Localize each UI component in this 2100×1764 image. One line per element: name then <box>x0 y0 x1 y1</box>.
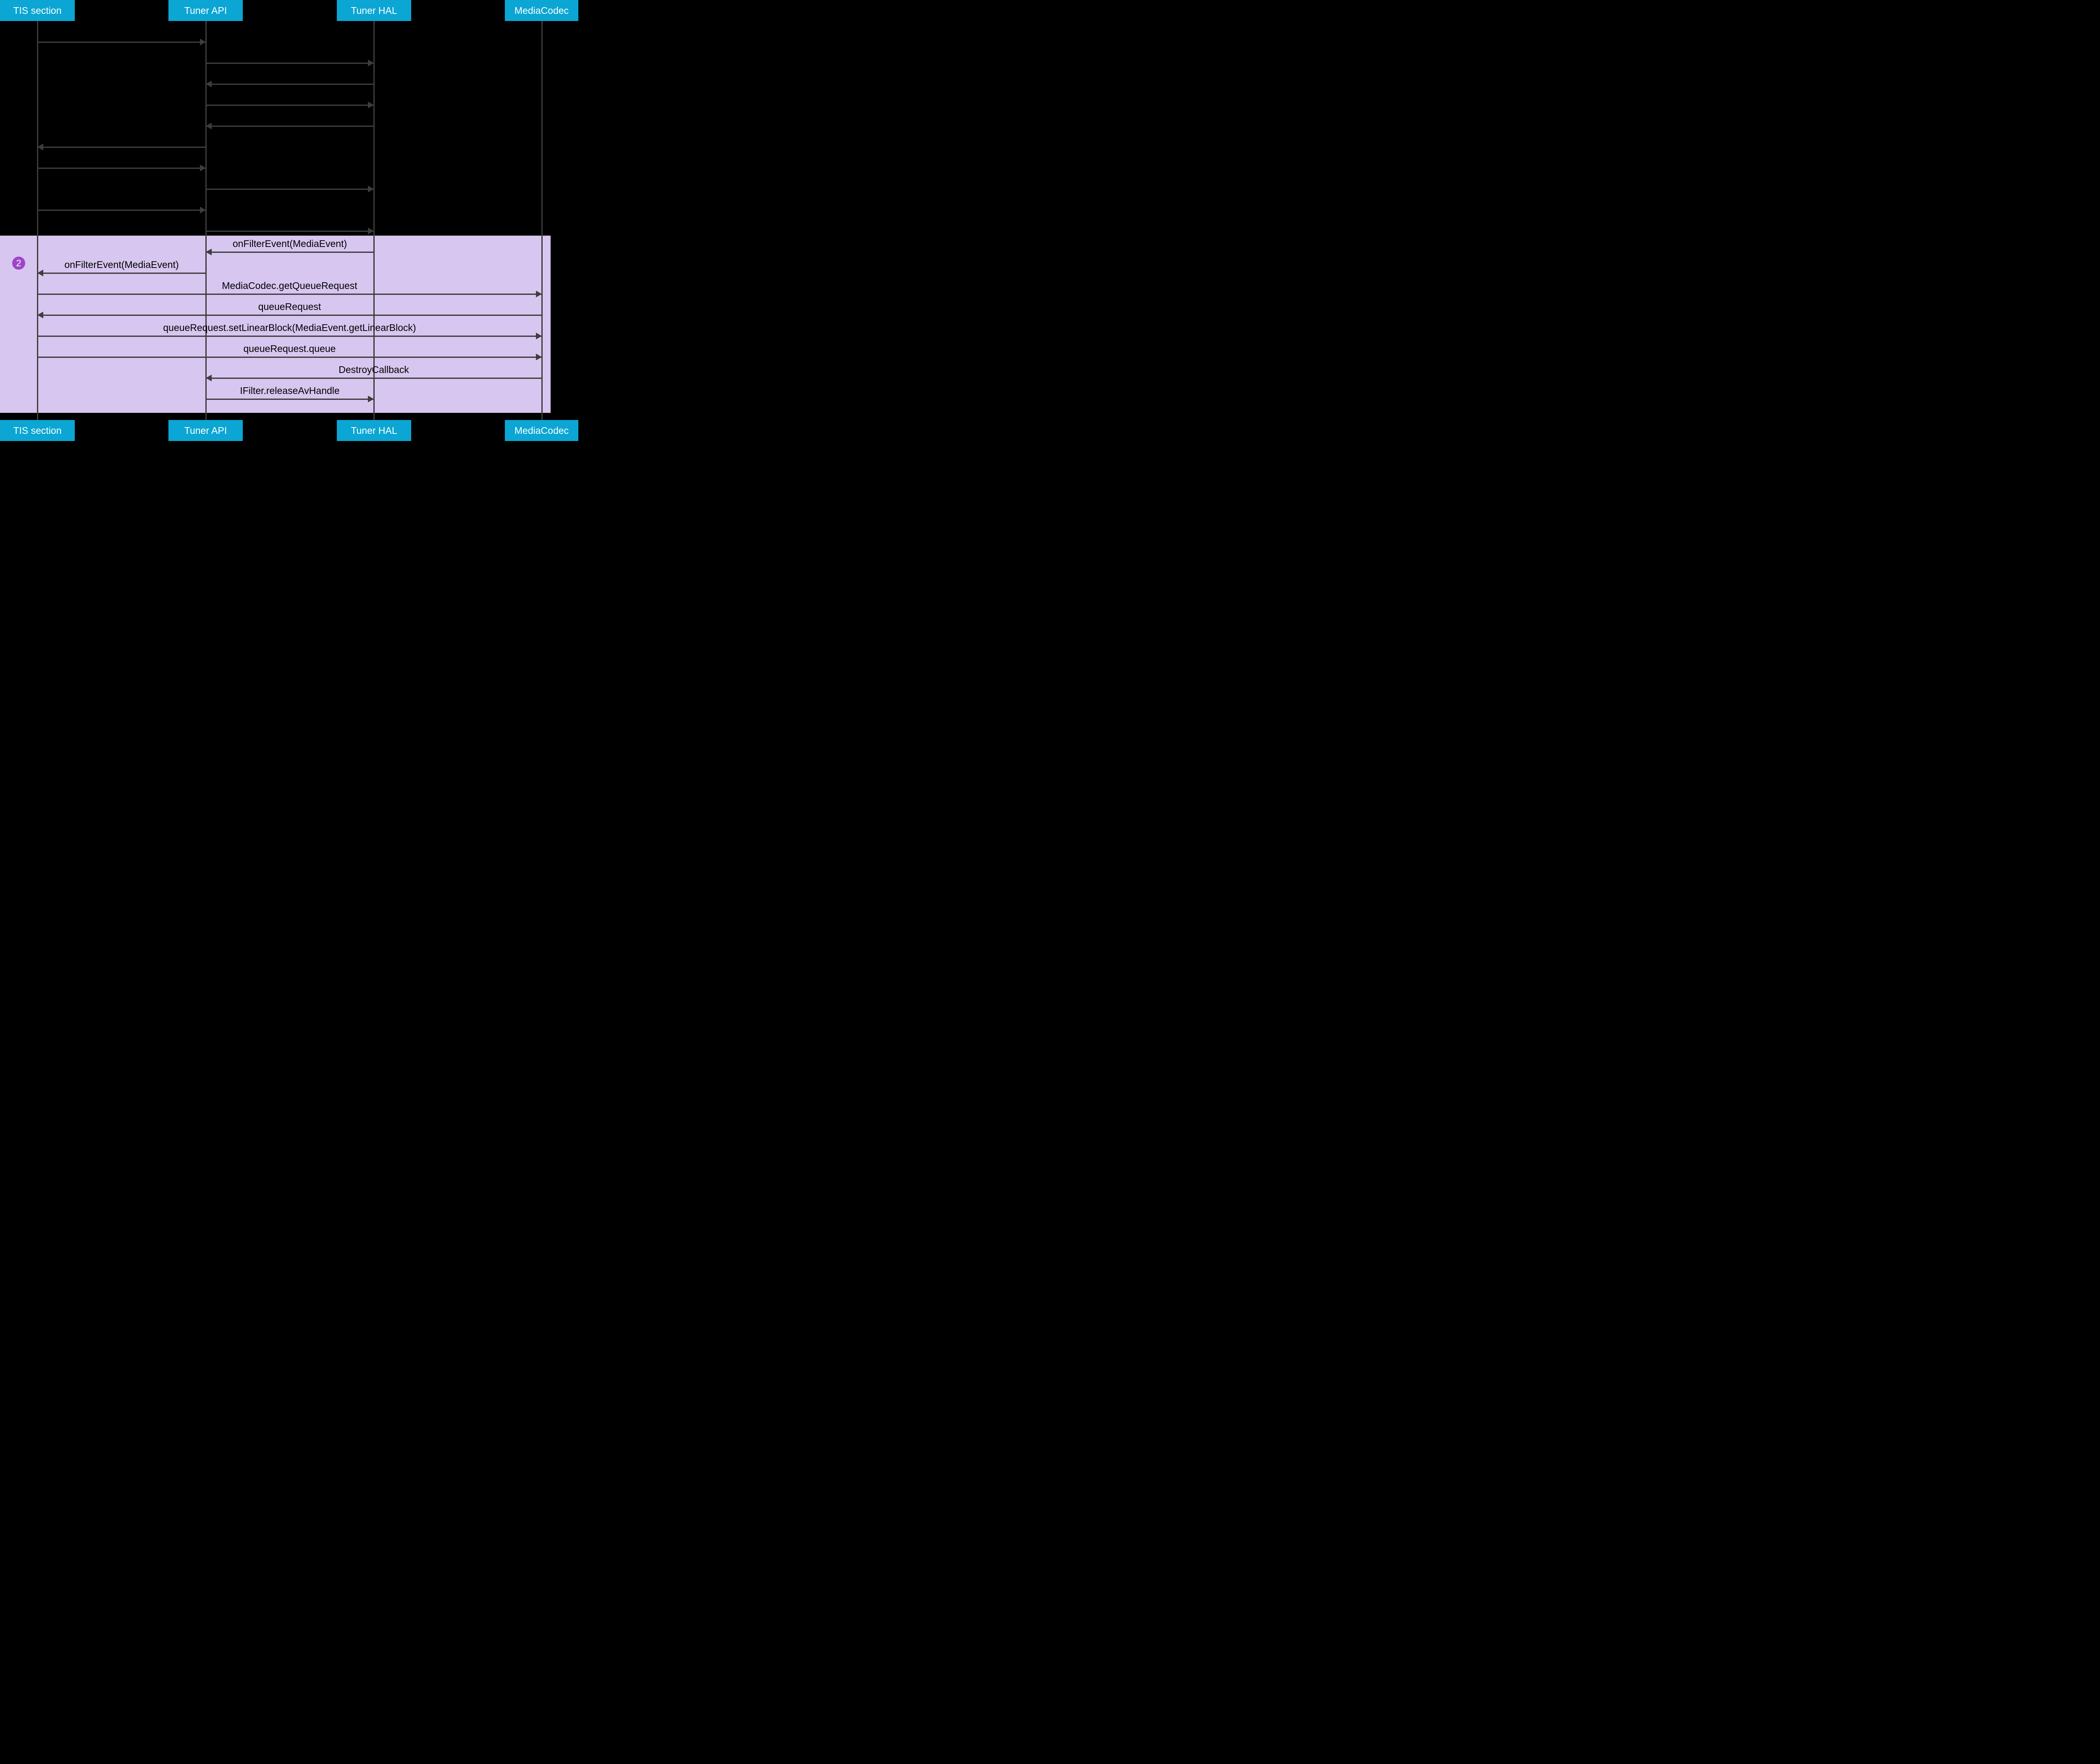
message-line <box>206 62 374 64</box>
message-line <box>37 41 206 43</box>
actor-hal-bottom: Tuner HAL <box>337 420 411 441</box>
highlight-step-region <box>0 236 551 413</box>
arrowhead-left-icon <box>37 144 43 150</box>
arrowhead-left-icon <box>37 270 43 276</box>
arrowhead-left-icon <box>37 312 43 318</box>
lifeline-mc <box>541 21 543 420</box>
message-line <box>206 125 374 127</box>
message-line <box>37 209 206 211</box>
message-label: onFilterEvent(MediaEvent) <box>64 259 179 270</box>
arrowhead-right-icon <box>536 291 542 297</box>
lifeline-tis <box>37 21 38 420</box>
step-badge-number: 2 <box>16 257 21 268</box>
arrowhead-left-icon <box>206 375 212 381</box>
actor-api-top: Tuner API <box>168 0 243 21</box>
message-label: onFilterEvent(MediaEvent) <box>232 238 347 249</box>
message-line <box>206 83 374 85</box>
actor-api-bottom: Tuner API <box>168 420 243 441</box>
arrowhead-right-icon <box>200 39 206 45</box>
arrowhead-right-icon <box>200 207 206 213</box>
message-line <box>37 356 542 358</box>
lifeline-hal <box>373 21 375 420</box>
arrowhead-left-icon <box>206 123 212 129</box>
arrowhead-right-icon <box>536 333 542 339</box>
actor-tis-bottom: TIS section <box>0 420 75 441</box>
message-line <box>37 293 542 295</box>
actor-mc-top: MediaCodec <box>505 0 578 21</box>
message-line <box>206 188 374 190</box>
message-line <box>37 335 542 337</box>
message-label: queueRequest <box>258 301 321 312</box>
actor-mc-bottom: MediaCodec <box>505 420 578 441</box>
arrowhead-left-icon <box>206 249 212 255</box>
arrowhead-left-icon <box>206 81 212 87</box>
arrowhead-right-icon <box>200 165 206 171</box>
actor-tis-top: TIS section <box>0 0 75 21</box>
message-label: MediaCodec.getQueueRequest <box>222 280 357 291</box>
arrowhead-right-icon <box>368 186 374 192</box>
arrowhead-right-icon <box>368 102 374 108</box>
step-badge: 2 <box>12 257 25 270</box>
message-label: DestroyCallback <box>339 364 409 375</box>
arrowhead-right-icon <box>368 60 374 66</box>
message-line <box>206 251 374 253</box>
message-line <box>37 167 206 169</box>
message-line <box>37 314 542 316</box>
message-line <box>206 104 374 106</box>
message-line <box>206 230 374 232</box>
message-label: queueRequest.setLinearBlock(MediaEvent.g… <box>163 322 416 333</box>
arrowhead-right-icon <box>536 354 542 360</box>
message-label: queueRequest.queue <box>243 343 336 354</box>
arrowhead-right-icon <box>368 396 374 402</box>
lifeline-api <box>205 21 207 420</box>
message-line <box>37 272 206 274</box>
message-line <box>206 377 542 379</box>
message-line <box>206 398 374 400</box>
actor-hal-top: Tuner HAL <box>337 0 411 21</box>
message-label: IFilter.releaseAvHandle <box>240 385 340 396</box>
message-line <box>37 146 206 148</box>
arrowhead-right-icon <box>368 228 374 234</box>
